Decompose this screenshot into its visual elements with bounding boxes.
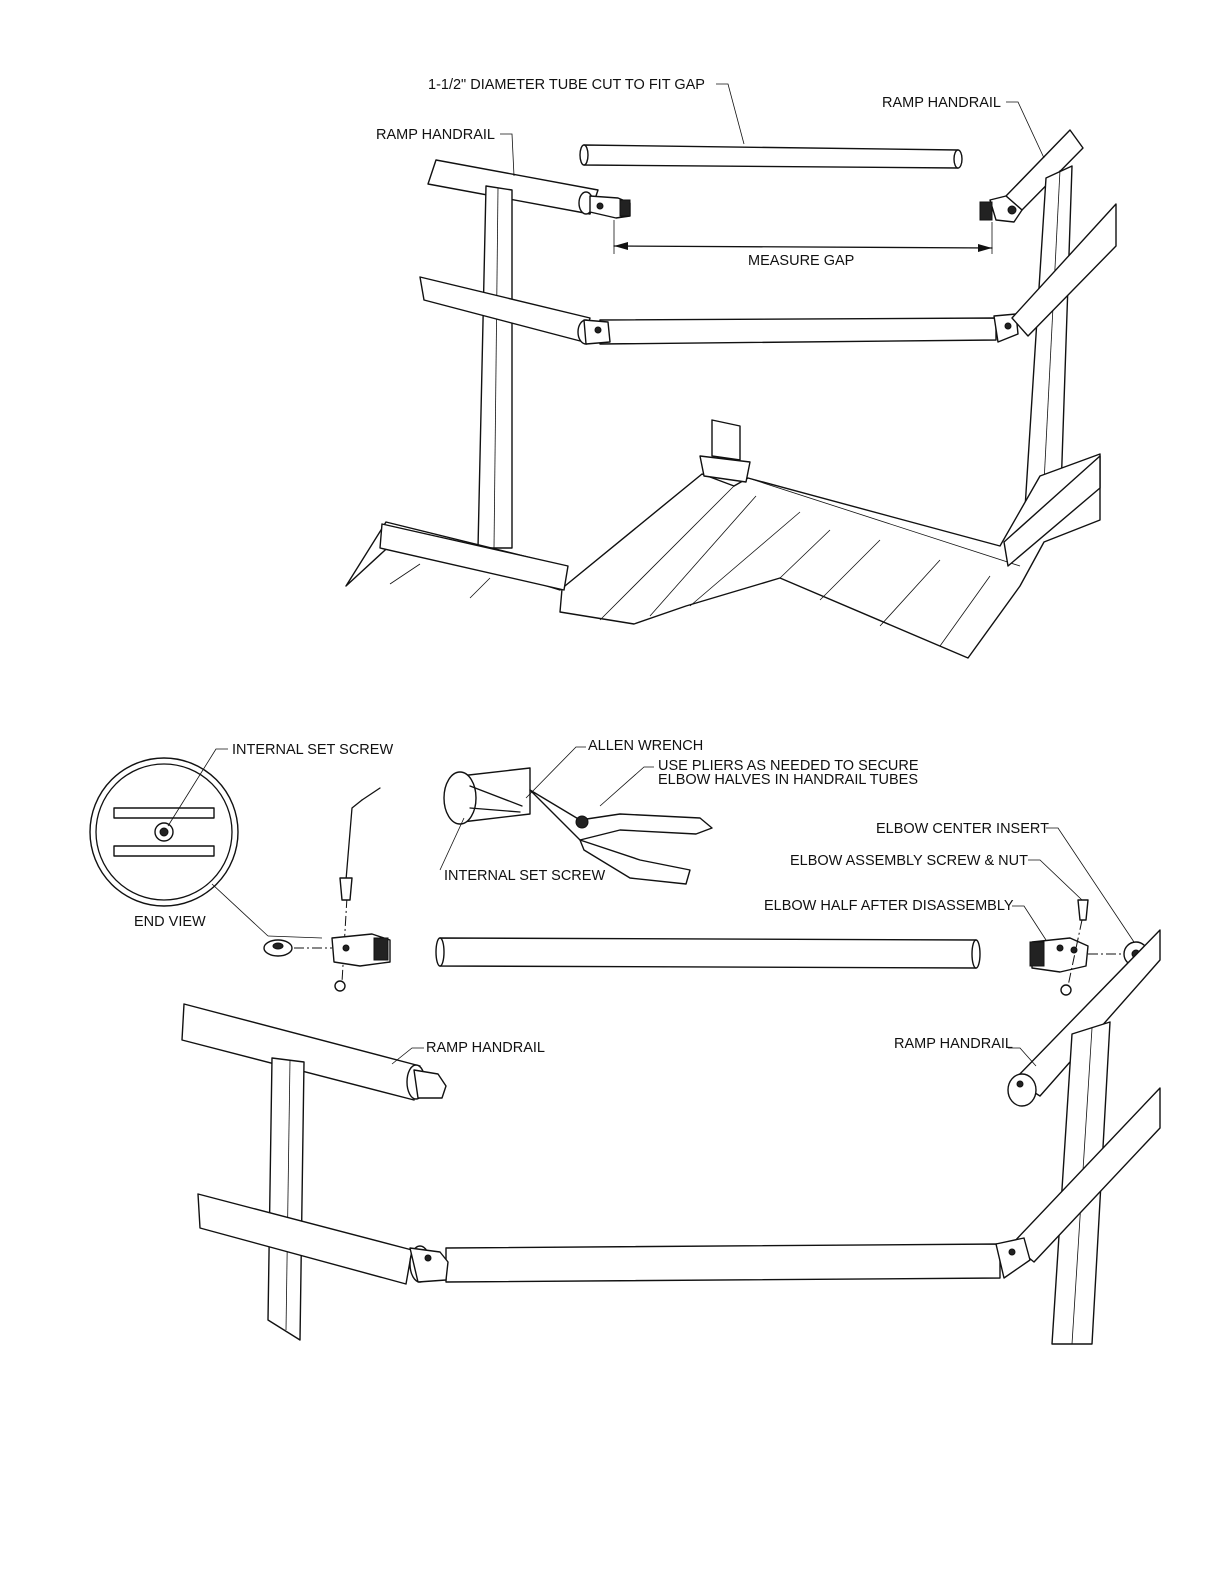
elbow-screw-nut-label: ELBOW ASSEMBLY SCREW & NUT bbox=[790, 853, 1028, 869]
allen-wrench-label: ALLEN WRENCH bbox=[588, 738, 703, 754]
elbow-half-label: ELBOW HALF AFTER DISASSEMBLY bbox=[764, 898, 1014, 914]
tube-label: 1-1/2" DIAMETER TUBE CUT TO FIT GAP bbox=[428, 77, 705, 93]
left-upper-handrail bbox=[427, 159, 599, 215]
end-view-label: END VIEW bbox=[134, 914, 206, 930]
left-handrail-label-top: RAMP HANDRAIL bbox=[376, 127, 495, 143]
right-lower-rail bbox=[1011, 203, 1117, 337]
pliers-note-line2: ELBOW HALVES IN HANDRAIL TUBES bbox=[658, 772, 918, 788]
left-handrail-label-bottom: RAMP HANDRAIL bbox=[426, 1040, 545, 1056]
left-post-bottom bbox=[267, 1057, 305, 1341]
right-handrail-label-bottom: RAMP HANDRAIL bbox=[894, 1036, 1013, 1052]
bottom-installed-tube bbox=[409, 1237, 1031, 1283]
left-exploded-elbow bbox=[263, 787, 391, 992]
pliers-illustration bbox=[439, 767, 713, 885]
measure-gap-label: MEASURE GAP bbox=[748, 253, 854, 269]
right-handrail-label-top: RAMP HANDRAIL bbox=[882, 95, 1001, 111]
bottom-cut-tube bbox=[435, 937, 981, 969]
right-upper-handrail-bottom bbox=[1007, 929, 1161, 1107]
left-post bbox=[477, 185, 513, 549]
measure-gap-dimension bbox=[613, 220, 993, 254]
ramp-deck bbox=[345, 419, 1101, 659]
left-upper-handrail-bottom bbox=[181, 1003, 447, 1101]
right-upper-handrail bbox=[979, 129, 1084, 223]
left-upper-elbow bbox=[589, 195, 631, 219]
left-lower-rail-bottom bbox=[197, 1193, 413, 1285]
bottom-figure: INTERNAL SET SCREW END VIEW bbox=[89, 738, 1161, 1345]
end-view-detail bbox=[89, 757, 323, 939]
top-figure: 1-1/2" DIAMETER TUBE CUT TO FIT GAP RAMP… bbox=[345, 77, 1117, 659]
internal-set-screw-label: INTERNAL SET SCREW bbox=[232, 742, 393, 758]
cut-tube bbox=[579, 144, 963, 169]
elbow-center-insert-label: ELBOW CENTER INSERT bbox=[876, 821, 1049, 837]
internal-set-screw-label-2: INTERNAL SET SCREW bbox=[444, 868, 605, 884]
pliers-note-line1: USE PLIERS AS NEEDED TO SECURE bbox=[658, 758, 919, 774]
lower-installed-tube bbox=[577, 313, 1019, 345]
